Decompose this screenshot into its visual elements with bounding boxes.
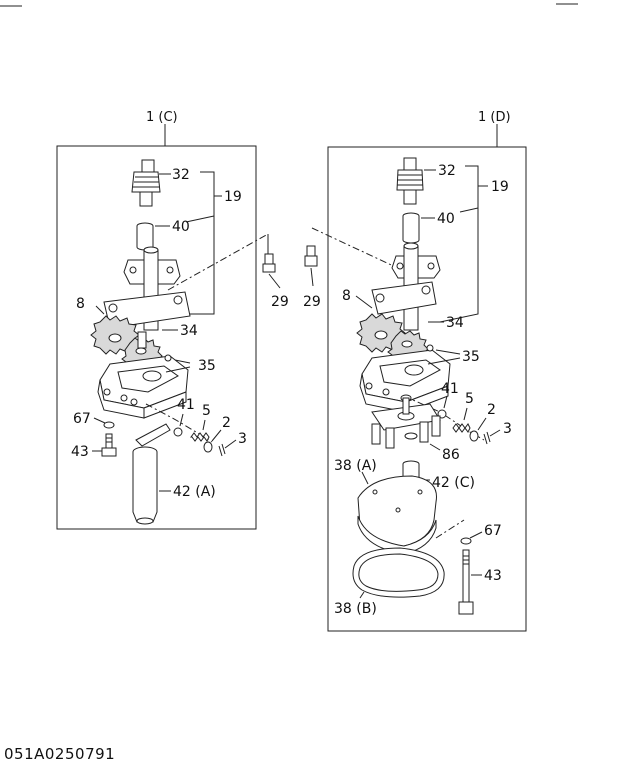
figure-code: 051A0250791 [4, 745, 115, 763]
assembly-c-label: 1 (C) [146, 110, 178, 125]
callout-right-41: 41 [441, 381, 459, 397]
spring-5-d [452, 423, 471, 433]
bolt-29-right [304, 245, 318, 287]
washer-2-d [469, 430, 479, 442]
gear-8 [90, 291, 191, 355]
callout-right-3: 3 [503, 421, 512, 437]
bolt-43 [101, 433, 117, 457]
callout-center-29b: 29 [303, 294, 321, 310]
callout-right-42c: 42 (C) [432, 475, 475, 491]
callout-right-38a: 38 (A) [334, 458, 377, 474]
callout-left-40: 40 [172, 219, 190, 235]
callout-right-40: 40 [437, 211, 455, 227]
pump-body [97, 354, 189, 419]
callout-right-86: 86 [442, 447, 460, 463]
gasket-38b [352, 547, 445, 598]
callout-left-32: 32 [172, 167, 190, 183]
drive-gear-32-d [396, 157, 424, 205]
drive-gear-32 [131, 159, 161, 207]
ball-41 [173, 427, 183, 437]
assembly-d-frame [327, 146, 527, 632]
callout-center-29a: 29 [271, 294, 289, 310]
callout-left-42a: 42 (A) [173, 484, 216, 500]
pin-3 [218, 445, 223, 457]
callout-left-41: 41 [177, 397, 195, 413]
assembly-c: 1 (C) 32 19 40 [56, 110, 269, 530]
adapter-plate-86 [371, 394, 441, 449]
strainer-38a [357, 475, 437, 555]
bushing-40-d [402, 212, 420, 244]
callout-left-43: 43 [71, 444, 89, 460]
washer-67-d [460, 537, 472, 545]
assembly-d: 1 (D) 32 19 40 [311, 110, 527, 632]
callout-right-19: 19 [491, 179, 509, 195]
callout-right-35: 35 [462, 349, 480, 365]
gear-8-d [356, 281, 437, 353]
callout-left-5: 5 [202, 403, 211, 419]
spring-5 [190, 432, 210, 442]
callout-left-19: 19 [224, 189, 242, 205]
pin-3-d [483, 433, 488, 445]
callout-right-2: 2 [487, 402, 496, 418]
callout-left-34: 34 [180, 323, 198, 339]
bolt-29-left [262, 234, 281, 289]
washer-2 [203, 441, 213, 453]
assembly-c-frame [56, 145, 257, 530]
bushing-40 [136, 222, 154, 251]
callout-right-5: 5 [465, 391, 474, 407]
assembly-d-label: 1 (D) [478, 110, 511, 125]
bolt-43-d [458, 549, 474, 615]
callout-left-8: 8 [76, 296, 85, 312]
callout-left-67: 67 [73, 411, 91, 427]
callout-left-2: 2 [222, 415, 231, 431]
callout-right-67: 67 [484, 523, 502, 539]
callout-left-35: 35 [198, 358, 216, 374]
callout-right-34: 34 [446, 315, 464, 331]
callout-left-3: 3 [238, 431, 247, 447]
callout-right-43: 43 [484, 568, 502, 584]
strainer-pipe-42a [132, 423, 171, 525]
callout-right-32: 32 [438, 163, 456, 179]
washer-67 [103, 421, 115, 429]
callout-right-38b: 38 (B) [334, 601, 377, 617]
callout-right-8: 8 [342, 288, 351, 304]
